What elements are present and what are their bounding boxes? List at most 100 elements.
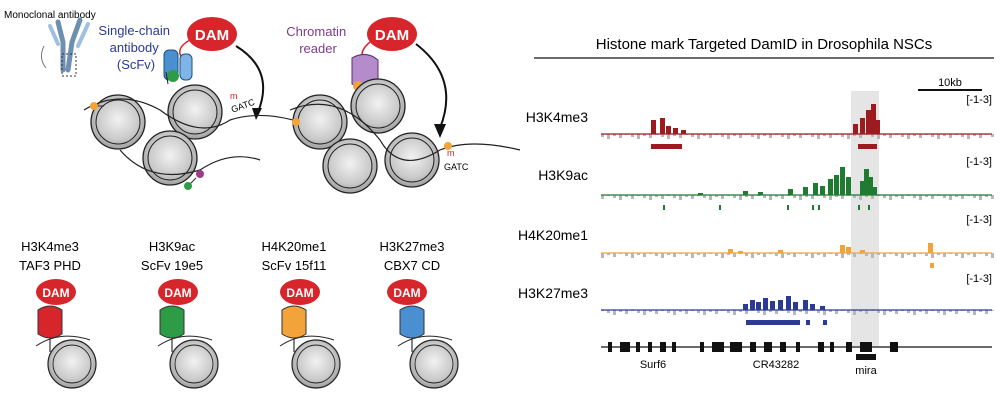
track-peak <box>840 167 845 195</box>
track-noise <box>937 310 940 313</box>
track-noise <box>877 134 880 139</box>
track-noise <box>631 253 634 258</box>
track-noise <box>673 310 676 315</box>
track-peak <box>743 304 748 310</box>
track-noise <box>673 195 676 198</box>
track-noise <box>913 134 916 136</box>
track-noise <box>865 253 868 256</box>
track-noise <box>625 195 628 197</box>
track-name: H3K27me3 <box>518 285 588 301</box>
track-peak-call <box>858 144 877 149</box>
track-noise <box>619 134 622 138</box>
track-noise <box>823 195 826 198</box>
track-peak <box>750 300 755 310</box>
track-noise <box>973 195 976 198</box>
track-noise <box>985 195 988 197</box>
track-noise <box>751 253 754 258</box>
track-noise <box>811 195 814 199</box>
track-peak-call <box>719 205 721 210</box>
track-peak <box>860 250 865 253</box>
track-noise <box>835 195 838 197</box>
track-noise <box>769 310 772 312</box>
construct-dam-icon <box>387 279 427 305</box>
track-noise <box>841 134 844 137</box>
track-noise <box>853 134 856 136</box>
track-peak-call <box>651 144 682 149</box>
exon-block <box>636 342 640 352</box>
track-noise <box>901 253 904 258</box>
construct-binder: ScFv 15f11 <box>262 258 327 273</box>
track-peak-call <box>787 205 789 210</box>
methyl-mark: m <box>230 91 238 101</box>
construct-binder: TAF3 PHD <box>19 258 81 273</box>
track-noise <box>943 310 946 315</box>
track-noise <box>751 134 754 137</box>
reader-label-line1: Chromatin <box>286 24 346 39</box>
track-noise <box>601 134 604 137</box>
dam-label: DAM <box>195 27 229 44</box>
track-peak <box>840 245 845 253</box>
track-peak <box>828 179 833 195</box>
track-noise <box>871 195 874 199</box>
track-noise <box>865 310 868 314</box>
construct-nucleosome <box>169 339 219 389</box>
track-noise <box>739 134 742 138</box>
track-peak-call <box>812 205 814 210</box>
track-noise <box>739 195 742 200</box>
construct-binder: CBX7 CD <box>384 258 440 273</box>
track-noise <box>913 253 916 257</box>
track-noise <box>859 310 862 312</box>
track-noise <box>769 195 772 200</box>
track-noise <box>763 310 766 315</box>
track-peak <box>788 189 793 195</box>
track-peak <box>758 192 763 195</box>
track-noise <box>829 195 832 200</box>
exon-block <box>620 342 630 352</box>
track-noise <box>979 134 982 138</box>
construct-dam-label: DAM <box>286 286 313 300</box>
track-noise <box>613 195 616 198</box>
track-noise <box>853 253 856 257</box>
track-noise <box>619 195 622 200</box>
monoclonal-label: Monoclonal antibody <box>4 10 96 21</box>
reader-label: Chromatin reader <box>286 24 350 56</box>
track-noise <box>697 134 700 139</box>
track-h3k4me3: H3K4me3[-1-3] <box>526 94 994 149</box>
track-peak <box>786 296 791 310</box>
track-noise <box>817 253 820 255</box>
track-noise <box>853 195 856 198</box>
track-noise <box>613 310 616 315</box>
construct-binder: ScFv 19e5 <box>141 258 203 273</box>
track-noise <box>691 253 694 258</box>
track-noise <box>733 310 736 315</box>
track-noise <box>685 195 688 197</box>
track-noise <box>961 195 964 199</box>
track-peak <box>860 181 865 195</box>
construct-binder-icon <box>37 305 63 339</box>
track-noise <box>919 195 922 200</box>
construct-nucleosome <box>47 339 97 389</box>
track-noise <box>823 134 826 136</box>
scfv-schematic: Monoclonal antibody Single-chain antibod… <box>4 10 301 190</box>
track-noise <box>829 134 832 138</box>
track-noise <box>763 195 766 198</box>
construct-mark: H3K27me3 <box>379 239 444 254</box>
track-noise <box>967 310 970 313</box>
track-noise <box>643 195 646 198</box>
scfv-label: Single-chain antibody (ScFv) <box>98 23 173 72</box>
track-noise <box>835 253 838 256</box>
track-noise <box>787 310 790 313</box>
track-noise <box>805 195 808 197</box>
track-noise <box>871 253 874 258</box>
track-noise <box>895 253 898 256</box>
track-noise <box>781 134 784 137</box>
track-noise <box>811 253 814 258</box>
methyl-mark-2: m <box>447 148 455 158</box>
track-noise <box>907 310 910 313</box>
track-noise <box>919 310 922 312</box>
exon-blocks <box>608 342 898 360</box>
track-noise <box>607 310 610 313</box>
track-range: [-1-3] <box>966 94 992 106</box>
